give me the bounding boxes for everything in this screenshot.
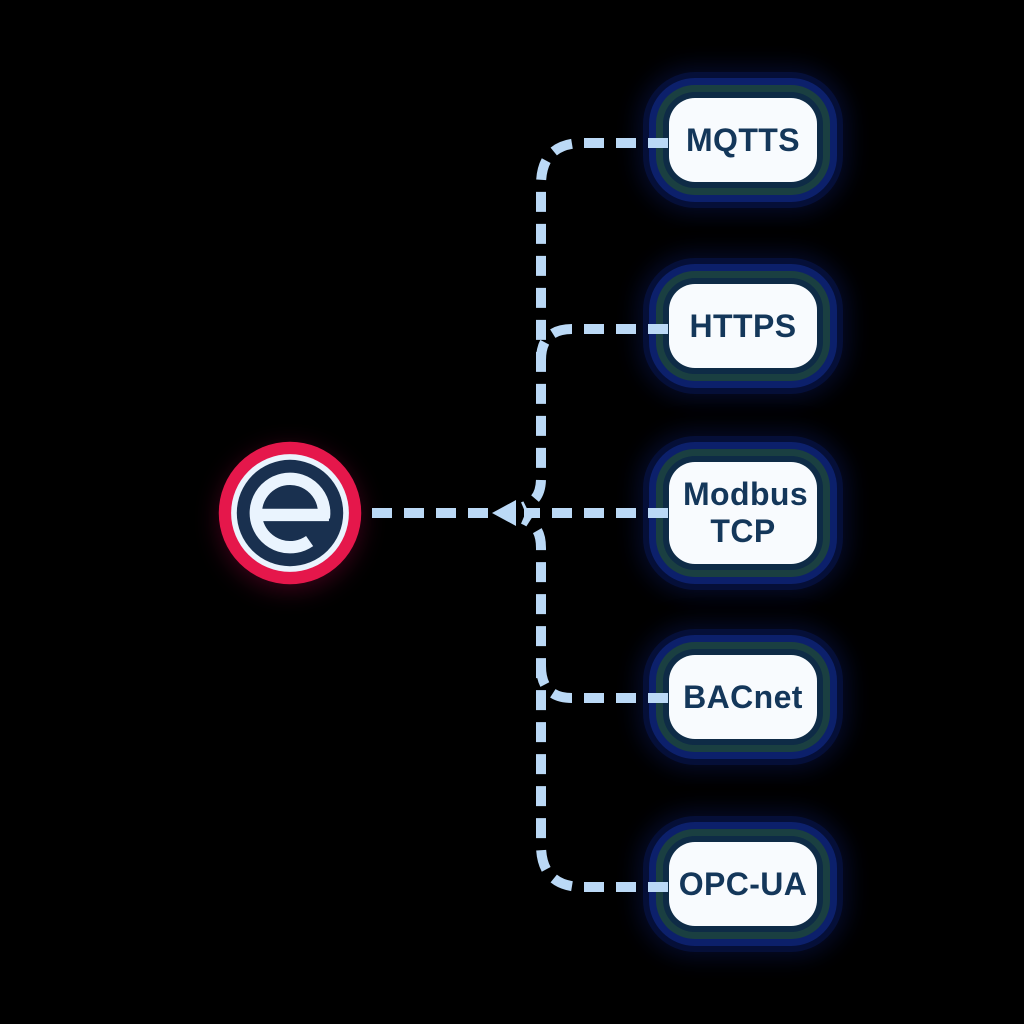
protocol-node-mqtts: MQTTS (669, 98, 817, 182)
protocol-label: HTTPS (689, 307, 797, 344)
protocol-node-bacnet: BACnet (669, 655, 817, 739)
logo-e-arc (249, 472, 331, 554)
protocol-node-opc-ua: OPC-UA (669, 842, 817, 926)
connector-opcua-branch (520, 514, 668, 892)
connector-bacnet-branch (536, 665, 668, 703)
connector-https-branch (536, 324, 668, 361)
protocol-label: MQTTS (686, 121, 800, 158)
protocol-label: OPC-UA (678, 865, 808, 902)
junction-arrowhead-icon (492, 500, 516, 526)
connector-group (372, 138, 668, 892)
e-logo-icon (218, 441, 362, 585)
brand-logo (214, 437, 366, 589)
protocol-node-https: HTTPS (669, 284, 817, 368)
protocol-label: Modbus TCP (683, 476, 809, 549)
protocol-node-modbus-tcp: Modbus TCP (669, 462, 817, 564)
connector-mqtts-branch (520, 138, 668, 512)
protocol-label: BACnet (683, 678, 803, 715)
